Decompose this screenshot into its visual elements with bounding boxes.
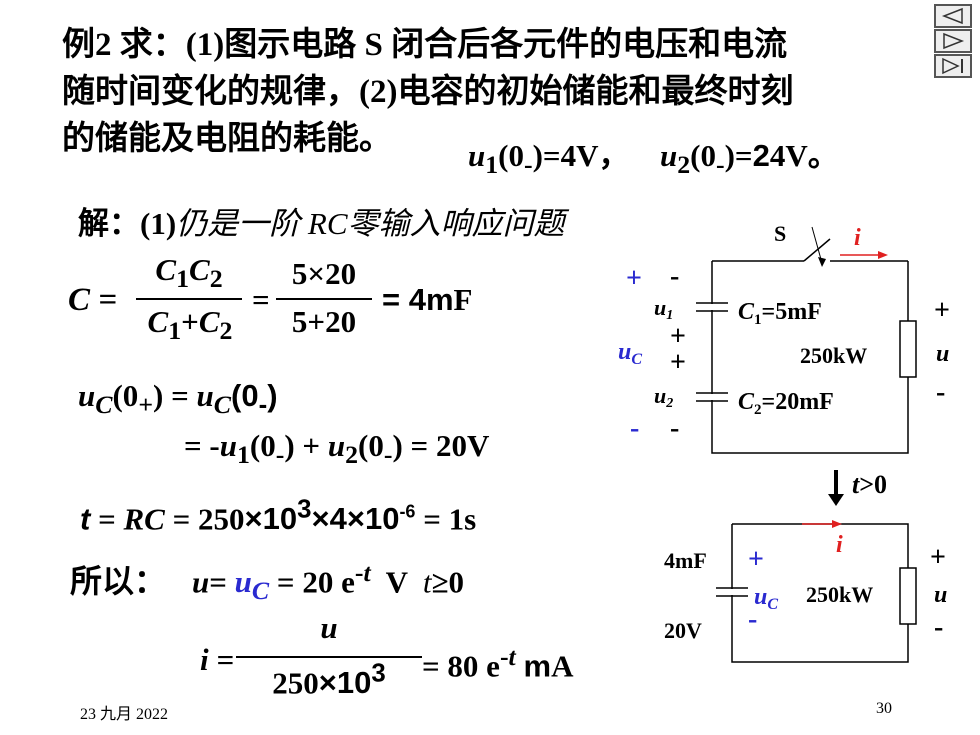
c-fraction-line <box>136 298 242 300</box>
resistor-label-2: 250kW <box>806 582 873 607</box>
u-label-2: u <box>934 582 947 608</box>
u1-label: u1 <box>654 295 673 323</box>
c-denominator: C1+C2 <box>147 304 233 346</box>
problem-line-2: 随时间变化的规律，(2)电容的初始储能和最终时刻 <box>62 74 794 110</box>
resistor-label-1: 250kW <box>800 343 867 368</box>
i-numerator: u <box>320 610 338 645</box>
cap-value-label: 4mF <box>664 548 707 573</box>
uc-line-1: uC(0+) = uC(0-) <box>78 378 278 420</box>
current-label-2: i <box>836 532 843 558</box>
left-triangle-icon <box>941 7 963 25</box>
t-greater-zero-label: t>0 <box>852 470 888 499</box>
uc-plus: + <box>626 263 642 294</box>
uc-minus-2: - <box>748 604 757 635</box>
c-lhs: C = <box>68 282 118 318</box>
u-expression: u= uC = 20 e-t V t≥0 <box>192 558 465 606</box>
c-equals: = <box>252 282 270 317</box>
so-label: 所以： <box>70 563 167 599</box>
u2-plus: + <box>670 347 686 378</box>
u-minus-1: - <box>936 377 945 408</box>
prev-slide-button[interactable] <box>934 4 972 28</box>
u2-minus: - <box>670 413 679 444</box>
initial-u1: u1(0-)=4V， <box>468 138 630 180</box>
last-slide-button[interactable] <box>934 54 972 78</box>
right-triangle-icon <box>943 32 965 50</box>
circuit-diagram-1: S i + - u1 + uC + u2 - - C1=5mF 250kW C2… <box>618 221 950 454</box>
c-numerator: C1C2 <box>155 252 223 294</box>
uc-minus: - <box>630 413 639 444</box>
i-fraction-line <box>236 656 422 658</box>
current-label-1: i <box>854 225 861 251</box>
u-plus-1: + <box>934 295 950 326</box>
c-numerator-2: 5×20 <box>291 256 357 291</box>
u-plus-2: + <box>930 542 946 573</box>
uc-label-2: uC <box>754 584 778 613</box>
uc-label: uC <box>618 339 642 368</box>
c1-label: C1=5mF <box>738 299 822 328</box>
c-denominator-2: 5+20 <box>291 304 357 339</box>
problem-line-3: 的储能及电阻的耗能。 <box>62 121 392 157</box>
switch-label: S <box>774 221 786 246</box>
i-result: = 80 e-t mA <box>422 642 574 684</box>
u-minus-2: - <box>934 612 943 643</box>
u1-plus-top: - <box>670 261 679 292</box>
uc-plus-2: + <box>748 544 764 575</box>
problem-line-1: 例2 求：(1)图示电路 S 闭合后各元件的电压和电流 <box>62 27 788 63</box>
footer-date: 23 九月 2022 <box>80 706 169 723</box>
skip-to-end-icon <box>942 57 963 75</box>
uc-line-2: = -u1(0-) + u2(0-) = 20V <box>184 428 490 470</box>
c-result: = 4mF <box>382 282 473 317</box>
circuit-diagram-2: i 4mF + uC 250kW 20V - + u - <box>664 520 947 663</box>
u2-label: u2 <box>654 383 673 411</box>
tau-line: t = RC = 250×103×4×10-6 = 1s <box>80 496 477 537</box>
i-denominator: 250×103 <box>272 660 386 701</box>
next-slide-button[interactable] <box>934 29 972 53</box>
c-fraction-line-2 <box>276 298 372 300</box>
u-label-1: u <box>936 341 949 367</box>
c2-label: C2=20mF <box>738 389 834 418</box>
u1-plus: + <box>670 321 686 352</box>
page-number: 30 <box>876 700 892 717</box>
cap-voltage-label: 20V <box>664 618 702 643</box>
i-lhs: i = <box>200 642 235 677</box>
initial-u2: u2(0-)=24V。 <box>660 138 839 180</box>
down-arrow-icon <box>828 470 844 506</box>
solution-heading: 解：(1)仍是一阶 RC零输入响应问题 <box>78 206 565 241</box>
